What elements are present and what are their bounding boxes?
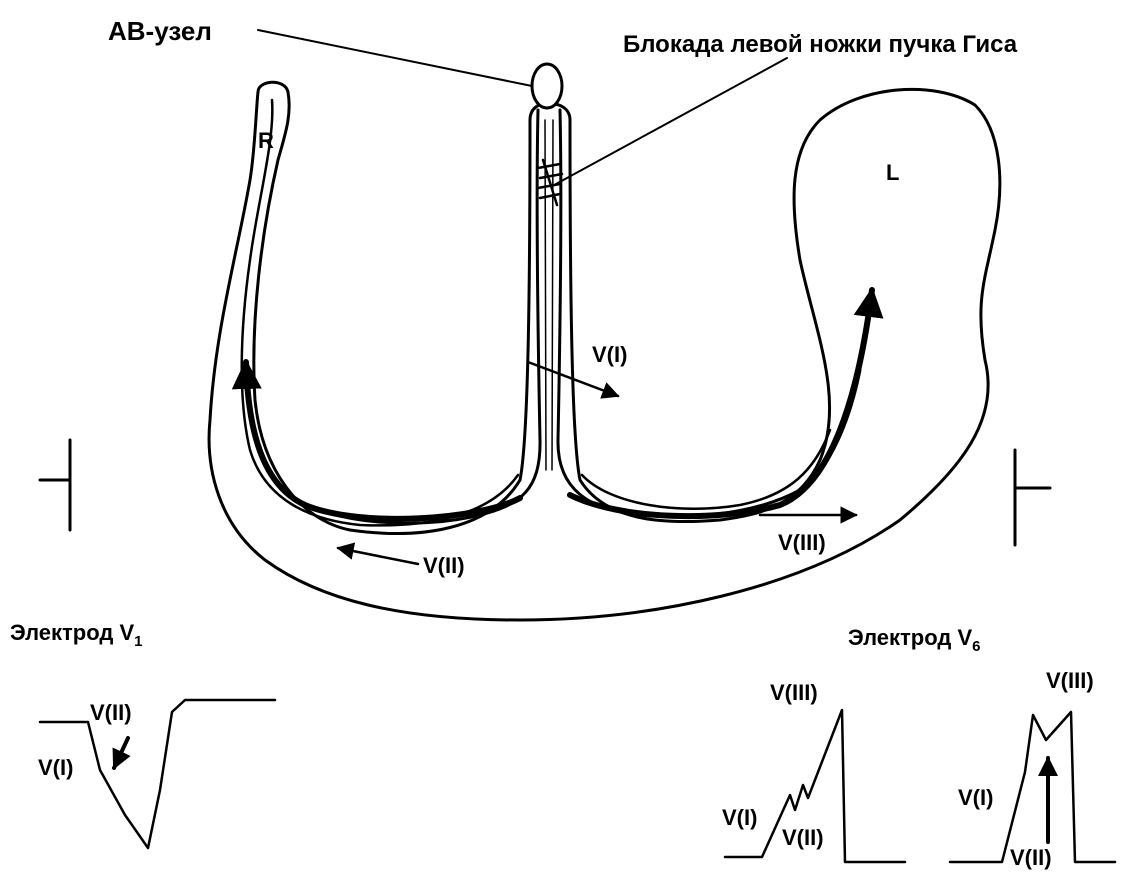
right-ventricle-label: R — [258, 128, 274, 153]
ecg3-v1-label: V(I) — [958, 785, 993, 810]
electrode-v6-symbol — [1015, 450, 1050, 545]
electrode-v1-label: Электрод V1 — [10, 620, 143, 650]
vector-v1-label: V(I) — [592, 342, 627, 367]
ecg1-v2-label: V(II) — [90, 700, 132, 725]
vector-v2-arrow — [338, 548, 418, 564]
lbbb-label: Блокада левой ножки пучка Гиса — [623, 31, 1018, 58]
ecg3-v2-label: V(II) — [1010, 845, 1052, 870]
electrode-v1-symbol — [40, 440, 70, 530]
left-conduction-arrow — [570, 290, 872, 516]
block-leader-line — [556, 58, 787, 184]
ecg-trace-v1 — [40, 700, 275, 848]
av-node — [532, 64, 562, 108]
ecg1-v1-label: V(I) — [38, 755, 73, 780]
electrode-v6-label: Электрод V6 — [848, 625, 981, 655]
right-conduction-arrow — [246, 362, 520, 519]
ecg3-v3-label: V(III) — [1046, 668, 1094, 693]
ecg2-v3-label: V(III) — [770, 680, 818, 705]
ecg2-v1-label: V(I) — [722, 805, 757, 830]
his-bundle-left — [248, 110, 540, 523]
av-node-leader-line — [258, 30, 532, 86]
ecg1-vector-arrow — [114, 738, 128, 768]
right-ventricle-inner-wall — [242, 100, 518, 525]
left-ventricle-label: L — [886, 160, 899, 185]
av-node-label: АВ-узел — [108, 16, 212, 46]
vector-v2-label: V(II) — [423, 553, 465, 578]
ecg2-v2-label: V(II) — [782, 825, 824, 850]
vector-v3-label: V(III) — [778, 530, 826, 555]
